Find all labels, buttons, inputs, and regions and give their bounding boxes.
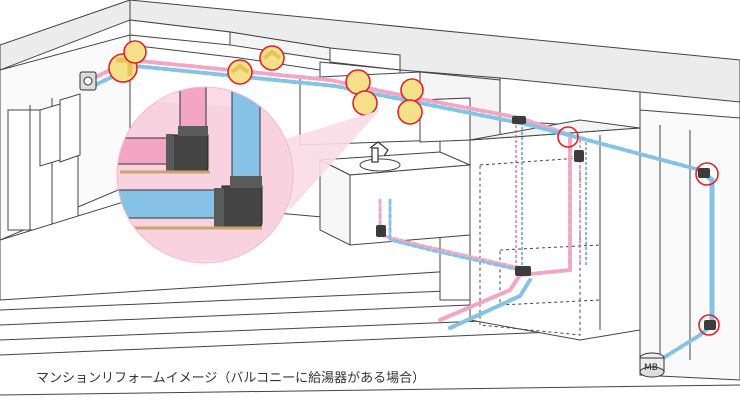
vanity-counter: [318, 151, 471, 246]
elbow-fitting-icon: [515, 266, 531, 276]
highlight-ring: [698, 314, 720, 336]
meter-box-icon: MB: [639, 352, 665, 378]
highlight-ring: [227, 59, 253, 85]
highlight-ring: [557, 126, 579, 148]
water-heater-icon: [79, 71, 97, 91]
highlight-ring: [259, 45, 285, 71]
elbow-fitting-icon: [376, 225, 386, 237]
pipe-fittings: [376, 116, 716, 330]
highlight-ring: [352, 90, 378, 116]
highlight-ring: [400, 78, 424, 102]
highlight-ring: [397, 99, 423, 125]
elbow-fitting-icon: [574, 150, 584, 162]
right-exterior-wall: [639, 109, 740, 381]
left-wall: [0, 34, 131, 241]
elbow-fitting-icon: [512, 116, 526, 124]
highlight-ring: [123, 40, 147, 64]
hot-pipe-run: [88, 57, 572, 322]
elbow-fitting-icon: [698, 168, 710, 178]
faucet-icon: [369, 141, 389, 163]
zoom-bubble: [116, 86, 294, 264]
diagram-caption: マンションリフォームイメージ（バルコニーに給湯器がある場合）: [36, 371, 426, 386]
highlight-rings: [108, 40, 720, 336]
elbow-fitting-icon: [704, 320, 716, 330]
highlight-ring: [695, 162, 719, 186]
meter-box-label: MB: [644, 363, 658, 373]
